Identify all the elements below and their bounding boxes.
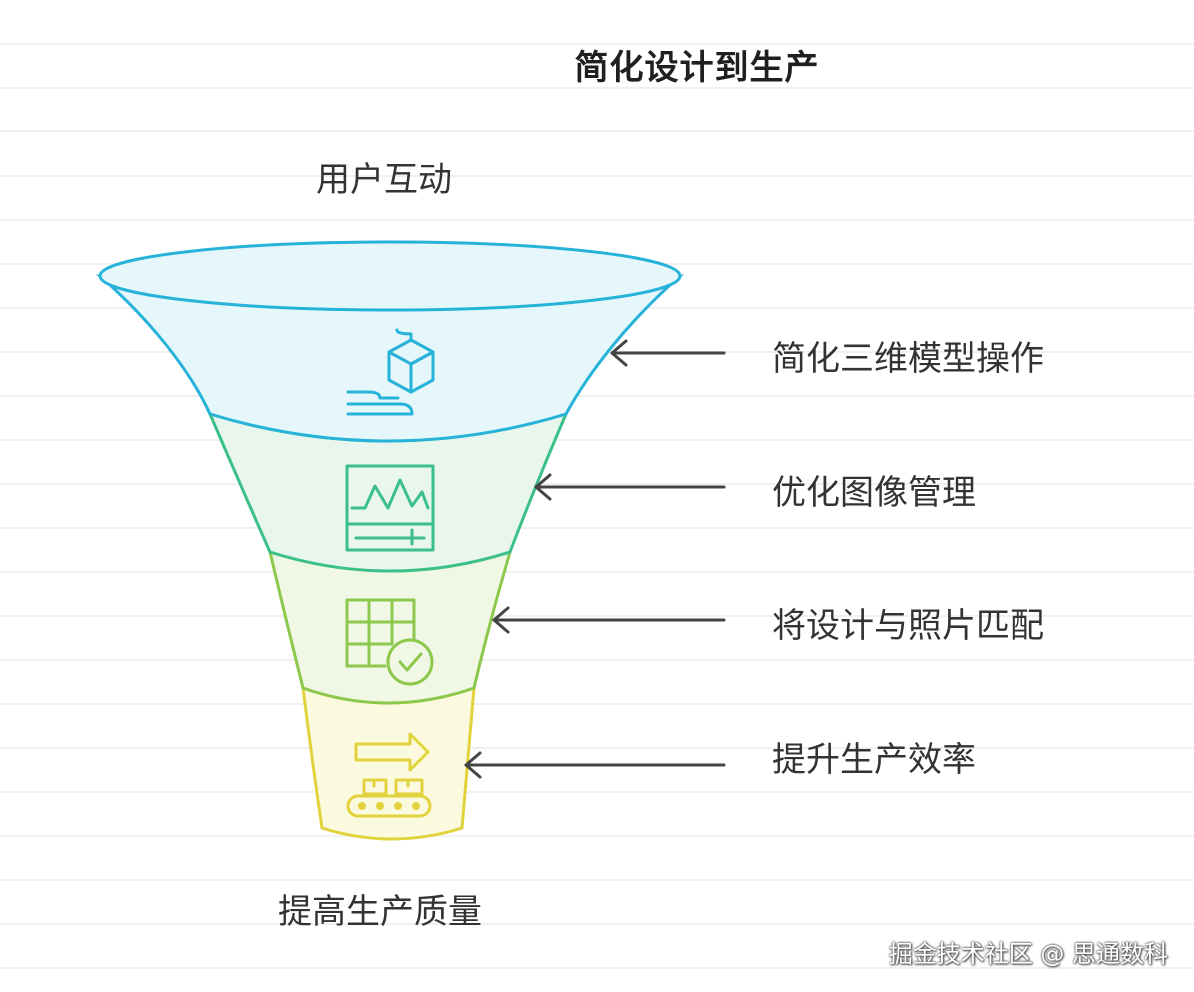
funnel-bottom-label: 提高生产质量 [278, 892, 482, 932]
stage-2-label: 优化图像管理 [772, 473, 976, 513]
grid-check-icon [345, 598, 434, 686]
waveform-monitor-icon [345, 464, 435, 552]
stage-4-arrow [464, 751, 726, 779]
stage-4-label: 提升生产效率 [772, 740, 976, 780]
conveyor-arrow-icon [346, 732, 432, 818]
funnel-stage-1 [96, 240, 684, 443]
stage-3-arrow [492, 606, 726, 634]
stage-2-arrow [534, 473, 726, 501]
funnel-top-label: 用户互动 [316, 160, 452, 200]
stage-1-arrow [610, 339, 726, 367]
watermark: 掘金技术社区 @ 思通数科 [888, 940, 1168, 968]
diagram-title: 简化设计到生产 [574, 48, 820, 88]
3d-cube-hand-icon [346, 328, 435, 416]
funnel-rim [98, 240, 682, 312]
funnel-stage-3 [267, 549, 513, 705]
stage-3-label: 将设计与照片匹配 [772, 606, 1044, 646]
stage-1-label: 简化三维模型操作 [772, 339, 1044, 379]
